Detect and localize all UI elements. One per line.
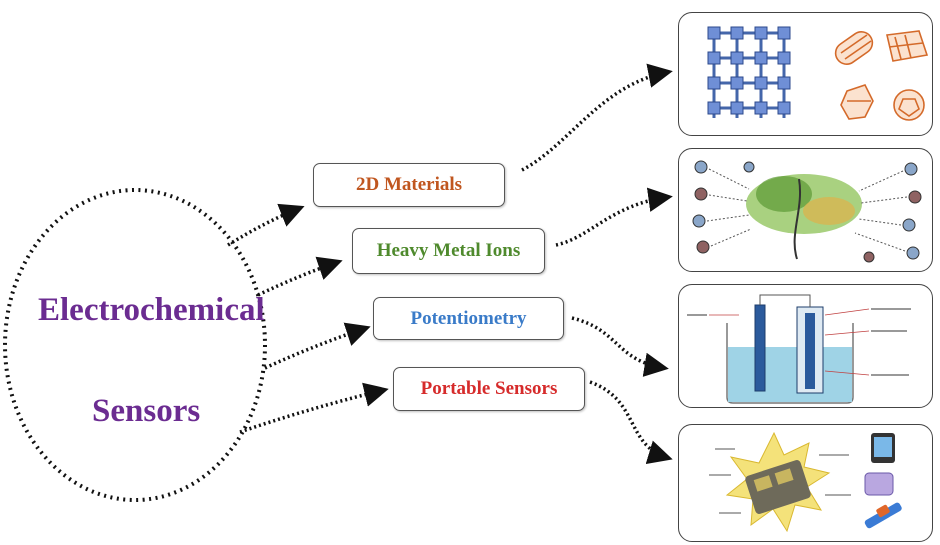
beaker-icon: [726, 323, 854, 404]
hub-title-line1: Electrochemical: [38, 292, 265, 328]
panel-potentiometry: [678, 284, 933, 408]
topic-portable-sensors-label: Portable Sensors: [420, 378, 558, 399]
arrow-portable-sensors-to-panel: [589, 380, 673, 465]
callout-text-lines: [687, 308, 911, 376]
electrode-wire: [759, 294, 811, 307]
topic-heavy-metal-ions-label: Heavy Metal Ions: [376, 240, 521, 261]
panel-portable-sensors: [678, 424, 933, 542]
topic-2d-materials-label: 2D Materials: [355, 174, 463, 195]
reference-electrode-icon: [754, 304, 766, 392]
sensor-chip-icon: [745, 460, 811, 514]
callout-lines: [709, 308, 870, 376]
2d-materials-illustration: [707, 26, 929, 121]
arrow-heavy-metal-ions-to-panel: [555, 187, 673, 247]
metal-ion-icons: [692, 160, 922, 263]
hub-ellipse: [3, 188, 267, 502]
topic-potentiometry: Potentiometry: [373, 297, 564, 340]
carbon-nanotube-icon: [834, 31, 874, 65]
arrow-hub-to-potentiometry: [264, 322, 371, 370]
portable-sensors-illustration: [709, 431, 902, 533]
pen-sensor-icon: [864, 502, 902, 529]
smartphone-icon: [871, 433, 895, 463]
topic-2d-materials: 2D Materials: [313, 163, 505, 207]
adsorbent-cluster-icon: [746, 174, 862, 260]
hub-title-line2: Sensors: [92, 393, 201, 429]
graphene-sheet-icon: [886, 30, 929, 62]
nanoribbon-icon: [840, 84, 874, 120]
label-lines: [709, 448, 851, 514]
arrow-hub-to-2d-materials: [227, 203, 305, 247]
topic-portable-sensors: Portable Sensors: [393, 367, 585, 411]
topic-potentiometry-label: Potentiometry: [410, 307, 527, 329]
arrow-2d-materials-to-panel: [521, 63, 673, 172]
fullerene-icon: [893, 89, 925, 121]
potentiometry-illustration: [687, 294, 911, 404]
indicator-electrode-icon: [796, 306, 824, 394]
mof-lattice-icon: [709, 28, 789, 118]
heavy-metal-ions-illustration: [692, 160, 922, 263]
panel-heavy-metal-ions: [678, 148, 933, 272]
topic-heavy-metal-ions: Heavy Metal Ions: [352, 228, 545, 274]
arrow-potentiometry-to-panel: [571, 316, 669, 377]
panel-2d-materials: [678, 12, 933, 136]
binding-arrows: [706, 168, 908, 252]
wearable-device-icon: [864, 472, 894, 496]
